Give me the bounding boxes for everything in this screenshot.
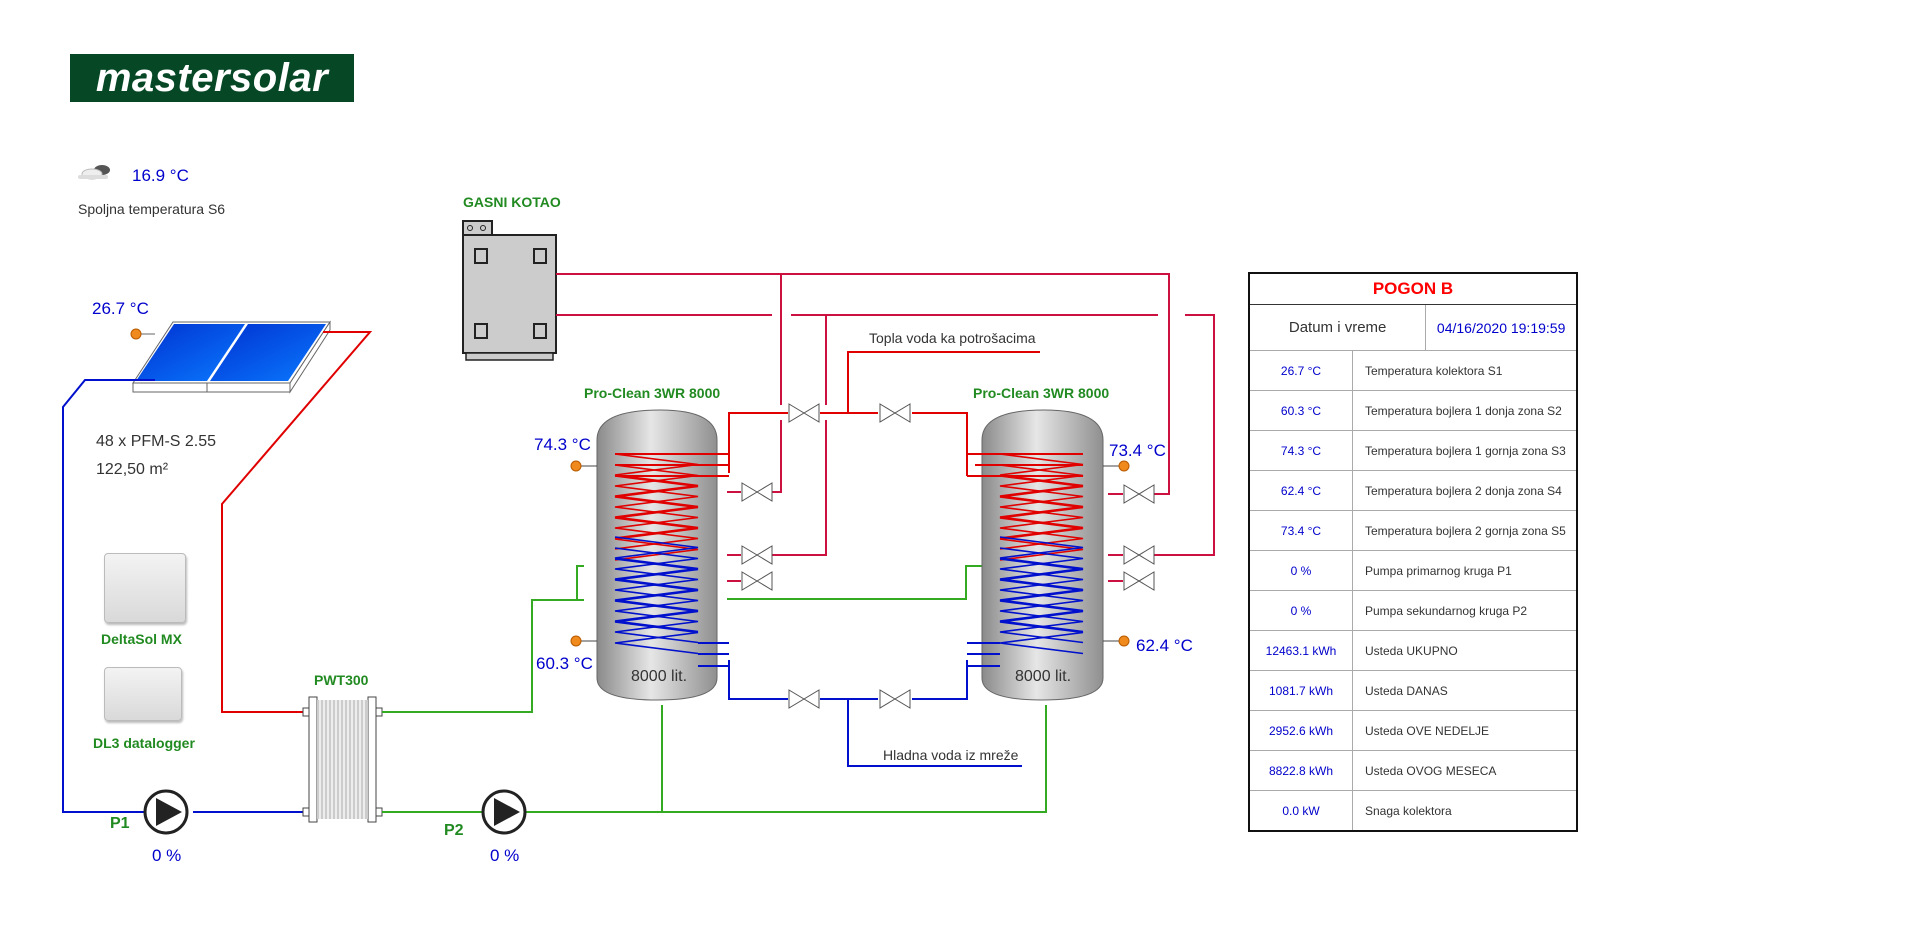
outdoor-temp-label: Spoljna temperatura S6 [78,201,226,217]
status-row-value: 73.4 °C [1248,510,1353,551]
collector-model: 48 x PFM-S 2.55 [96,433,217,450]
collector-temp: 26.7 °C [92,299,149,318]
datetime-value: 04/16/2020 19:19:59 [1425,304,1578,351]
tank-2-cold-coil [999,558,1084,655]
status-row-label: Usteda OVOG MESECA [1352,750,1578,791]
pump-p2-value: 0 % [490,846,520,865]
tank-2-hot-coil [999,475,1084,561]
tank-1-cold-coil [614,558,699,655]
valve-icon[interactable] [879,689,911,709]
status-row-label: Temperatura bojlera 1 donja zona S2 [1352,390,1578,431]
pump-p1-label: P1 [110,815,130,832]
pump-p1-icon [143,789,189,835]
tank-1-volume: 8000 lit. [631,668,688,685]
tank-2-volume: 8000 lit. [1015,668,1072,685]
heat-exchanger-icon [302,696,383,823]
status-row-value: 74.3 °C [1248,430,1353,471]
status-row-label: Snaga kolektora [1352,790,1578,832]
status-table-title: POGON B [1248,272,1578,305]
status-row-value: 0 % [1248,550,1353,591]
datalogger-icon [104,667,182,721]
gas-boiler-icon [462,220,557,361]
datetime-label: Datum i vreme [1248,304,1427,351]
valve-icon[interactable] [788,403,820,423]
valve-icon[interactable] [741,571,773,591]
heat-exchanger-label: PWT300 [314,672,369,688]
tank-1-bottom-temp: 60.3 °C [536,654,593,673]
tank-2-name: Pro-Clean 3WR 8000 [973,385,1110,401]
tank-1-name: Pro-Clean 3WR 8000 [584,385,721,401]
status-row-label: Usteda UKUPNO [1352,630,1578,671]
tank-2-top-temp: 73.4 °C [1109,441,1166,460]
valve-icon[interactable] [1123,484,1155,504]
pump-p1-value: 0 % [152,846,182,865]
valve-icon[interactable] [788,689,820,709]
status-row-label: Temperatura bojlera 2 donja zona S4 [1352,470,1578,511]
status-row: 0 %Pumpa sekundarnog kruga P2 [1248,590,1578,631]
status-row-value: 0.0 kW [1248,790,1353,832]
valve-icon[interactable] [1123,545,1155,565]
status-row-label: Pumpa sekundarnog kruga P2 [1352,590,1578,631]
tank-1-hot-coil [614,475,699,561]
valve-icon[interactable] [741,482,773,502]
status-row-label: Usteda DANAS [1352,670,1578,711]
outdoor-temp-value: 16.9 °C [132,166,189,185]
pump-p2-label: P2 [444,822,464,839]
collector-area: 122,50 m² [96,461,169,478]
valve-icon[interactable] [741,545,773,565]
status-row-label: Temperatura bojlera 1 gornja zona S3 [1352,430,1578,471]
tank-2-hot-coil [999,453,1084,539]
tank-1-hot-coil [614,453,699,539]
tank-2-bottom-temp: 62.4 °C [1136,636,1193,655]
hot-water-label: Topla voda ka potrošacima [869,330,1036,346]
status-row: 0 %Pumpa primarnog kruga P1 [1248,550,1578,591]
cloud-icon [76,162,116,182]
valve-icon[interactable] [1123,571,1155,591]
status-row-value: 8822.8 kWh [1248,750,1353,791]
status-row-label: Pumpa primarnog kruga P1 [1352,550,1578,591]
solar-collector [132,320,331,394]
datalogger-label: DL3 datalogger [93,735,195,751]
status-row-value: 26.7 °C [1248,350,1353,391]
controller-deltasol-label: DeltaSol MX [101,631,182,647]
gas-boiler-label: GASNI KOTAO [463,194,561,210]
pump-p2-icon [481,789,527,835]
cold-water-label: Hladna voda iz mreže [883,747,1019,763]
tank-1-hot-coil [614,464,699,550]
status-row-value: 1081.7 kWh [1248,670,1353,711]
status-row-value: 62.4 °C [1248,470,1353,511]
controller-icon [104,553,186,623]
status-row-value: 0 % [1248,590,1353,631]
status-row-label: Temperatura kolektora S1 [1352,350,1578,391]
mastersolar-logo: mastersolar [70,54,354,102]
valve-icon[interactable] [879,403,911,423]
tank-2-hot-coil [999,464,1084,550]
status-row-value: 2952.6 kWh [1248,710,1353,751]
status-row-value: 60.3 °C [1248,390,1353,431]
collector-sensor [130,328,142,340]
status-row-value: 12463.1 kWh [1248,630,1353,671]
status-table: POGON B Datum i vreme 04/16/2020 19:19:5… [1248,272,1578,832]
tank-1-top-temp: 74.3 °C [534,435,591,454]
status-row-label: Temperatura bojlera 2 gornja zona S5 [1352,510,1578,551]
status-row-label: Usteda OVE NEDELJE [1352,710,1578,751]
